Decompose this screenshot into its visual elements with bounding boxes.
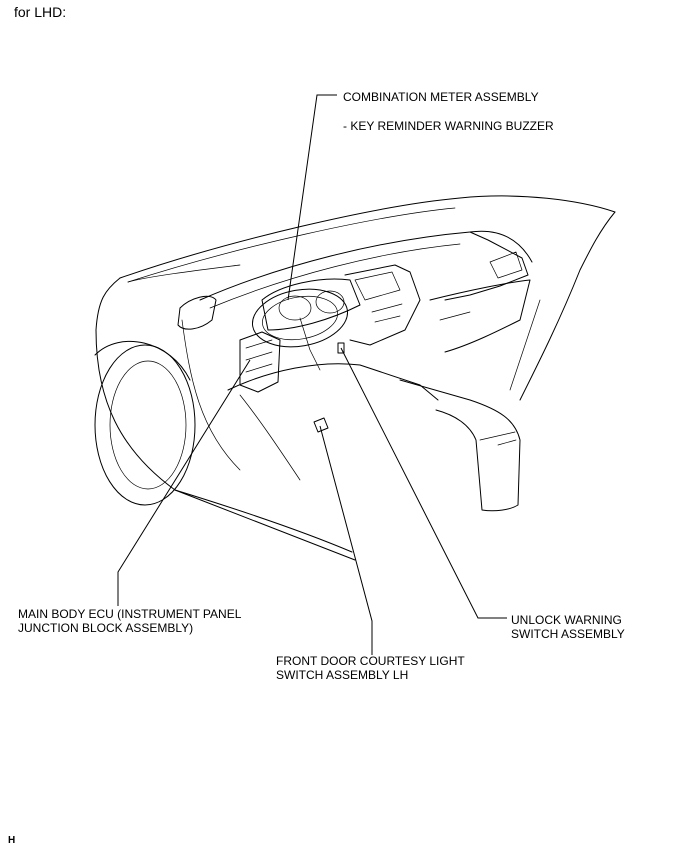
dashboard-top [199, 230, 533, 301]
leader-unlock-warning [340, 347, 507, 619]
callout-key-reminder-buzzer: - KEY REMINDER WARNING BUZZER [343, 119, 554, 133]
front-wheel [94, 344, 196, 506]
page-title: for LHD: [14, 4, 67, 20]
center-console [399, 379, 521, 512]
footwell-line [239, 394, 301, 481]
callout-main-body-ecu-line1: MAIN BODY ECU (INSTRUMENT PANEL [18, 607, 242, 621]
front-door-courtesy-switch [313, 417, 329, 433]
callout-unlock-warning-line1: UNLOCK WARNING [511, 613, 622, 627]
glove-box-handle [439, 311, 471, 321]
dashboard-top-inner [209, 243, 461, 309]
a-pillar [95, 277, 121, 331]
door-frame [95, 329, 356, 561]
door-inner-trim [181, 319, 241, 471]
a-pillar-inner [127, 264, 241, 283]
center-stack [344, 264, 421, 346]
callout-front-door-line2: SWITCH ASSEMBLY LH [276, 668, 409, 682]
main-body-ecu-detail [245, 339, 273, 373]
figure-code: H [8, 835, 16, 846]
front-wheel-inner [109, 360, 187, 490]
center-controls [371, 303, 403, 323]
steering-column [299, 317, 321, 371]
steering-wheel-inner [262, 295, 338, 341]
gauge-right [315, 290, 345, 314]
gauge-left [278, 295, 312, 321]
callout-combination-meter: COMBINATION METER ASSEMBLY [343, 90, 539, 104]
main-body-ecu [239, 331, 281, 393]
door-panel-right [509, 299, 541, 391]
side-mirror [177, 295, 217, 330]
roof-inner-edge [127, 207, 456, 283]
lower-dash [227, 363, 439, 401]
unlock-warning-switch [337, 342, 345, 354]
door-sill [174, 489, 353, 553]
glove-box [429, 279, 531, 353]
center-screen [354, 271, 401, 301]
passenger-vent [489, 251, 523, 279]
roof-edge [119, 195, 616, 279]
leader-main-body-ecu [117, 359, 251, 606]
callout-unlock-warning-line2: SWITCH ASSEMBLY [511, 627, 625, 641]
console-armrest [479, 431, 517, 446]
callout-main-body-ecu-line2: JUNCTION BLOCK ASSEMBLY) [18, 621, 194, 635]
instrument-cluster [261, 278, 361, 331]
leader-front-door [319, 425, 373, 655]
wheel-arch [94, 340, 191, 381]
body-right [519, 211, 616, 401]
leader-combination-meter [287, 94, 337, 301]
passenger-dash [444, 231, 529, 301]
steering-wheel [251, 288, 349, 348]
callout-front-door-line1: FRONT DOOR COURTESY LIGHT [276, 654, 465, 668]
